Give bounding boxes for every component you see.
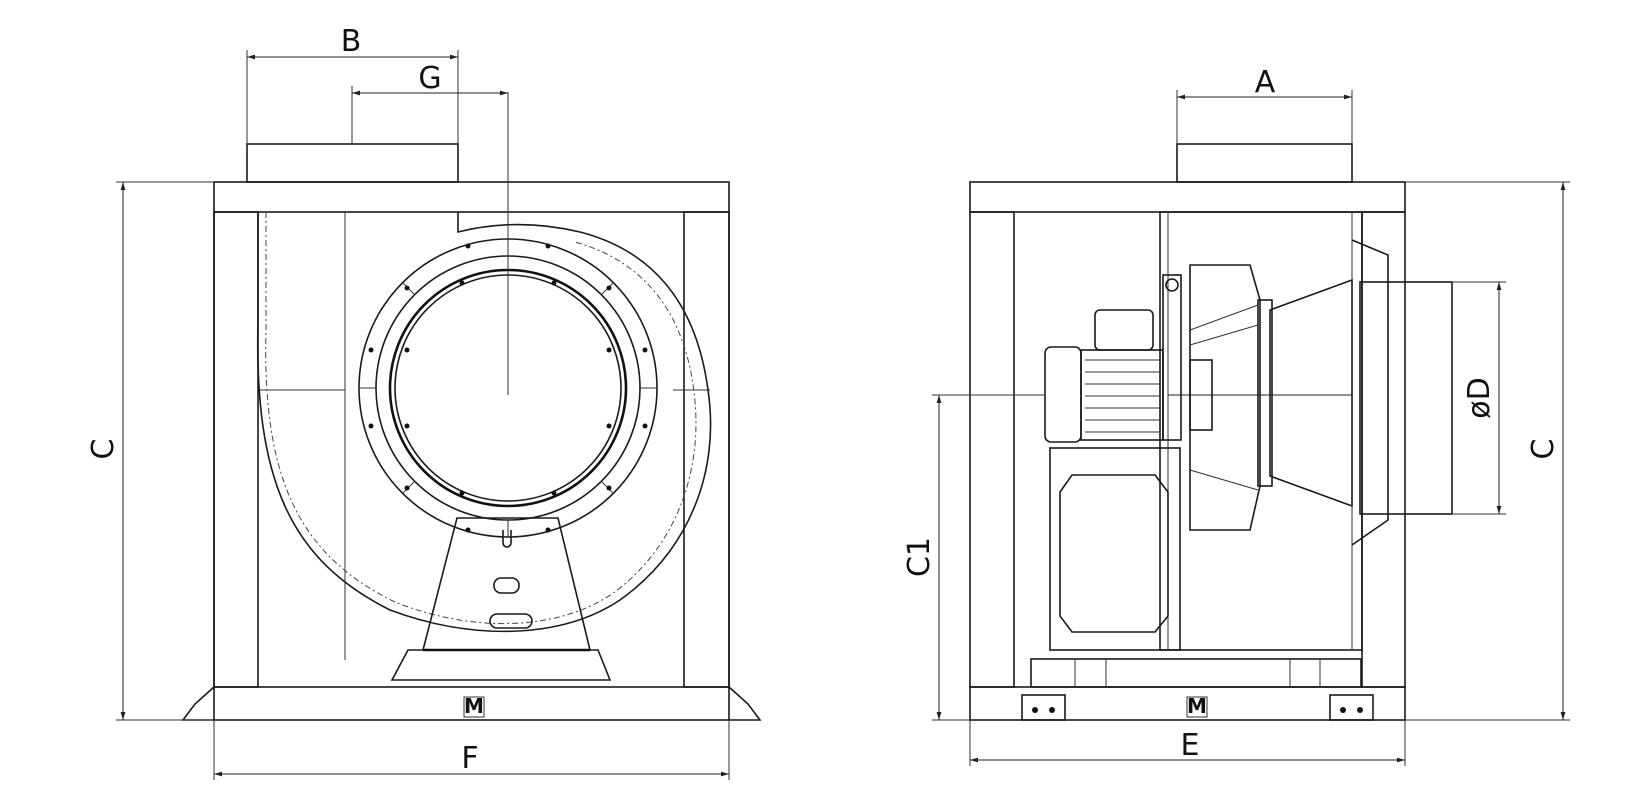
side-inlet-cone — [1269, 278, 1353, 508]
dimension-label-a: A — [1255, 65, 1276, 100]
dimension-label-c-right: C — [1526, 439, 1561, 460]
side-inlet-spigot — [1359, 281, 1453, 515]
front-top-frame — [213, 181, 730, 213]
side-bracket-hole — [1165, 278, 1179, 292]
front-pedestal-base — [390, 649, 612, 681]
front-pedestal-notch — [502, 530, 512, 548]
side-motor-base — [1049, 447, 1181, 651]
front-base-frame — [213, 686, 730, 721]
dimension-label-b: B — [341, 24, 362, 59]
side-housing-plate — [1159, 211, 1363, 651]
side-top-frame — [969, 181, 1406, 213]
dimension-label-f: F — [461, 741, 478, 776]
front-pedestal-slot-1 — [493, 577, 520, 594]
side-motor-fins — [1085, 359, 1160, 433]
side-view: M A øD C C1 E — [902, 65, 1570, 766]
side-motor-body — [1080, 349, 1164, 441]
front-pedestal — [421, 517, 592, 651]
front-view: M B G C F — [86, 24, 762, 780]
front-pedestal-slot-2 — [489, 613, 533, 629]
side-motor-terminal-box — [1094, 309, 1154, 351]
dimension-label-e: E — [1181, 728, 1200, 763]
side-right-post — [1361, 211, 1406, 688]
front-logo: M — [464, 694, 484, 718]
dimension-label-d: øD — [1462, 377, 1497, 418]
side-logo-box — [1186, 696, 1208, 718]
side-access-panel — [1059, 474, 1169, 633]
front-volute-inner — [265, 212, 697, 624]
front-left-post — [213, 211, 259, 688]
front-base-flange-left — [181, 686, 215, 721]
side-base-rail — [1030, 658, 1362, 688]
dimension-label-g: G — [418, 61, 441, 96]
side-outlet-duct — [1176, 143, 1353, 183]
front-base-flange-right — [728, 686, 762, 721]
side-left-post — [969, 211, 1015, 688]
side-inlet-nozzle — [1351, 239, 1389, 546]
front-bolt-holes — [368, 243, 648, 533]
front-logo-box — [463, 696, 485, 718]
front-right-post — [683, 211, 730, 688]
front-volute-housing — [256, 212, 712, 633]
dimension-label-c-left: C — [86, 439, 121, 460]
side-impeller — [1189, 264, 1261, 531]
side-logo: M — [1187, 694, 1207, 718]
side-foot-right — [1329, 694, 1374, 721]
side-motor-fan-cover — [1044, 346, 1082, 443]
side-foot-left — [1021, 694, 1066, 721]
side-inlet-flange — [1257, 299, 1273, 487]
front-outlet-duct — [246, 143, 459, 183]
side-motor-bracket — [1162, 274, 1182, 441]
dimension-label-c1: C1 — [902, 537, 937, 577]
